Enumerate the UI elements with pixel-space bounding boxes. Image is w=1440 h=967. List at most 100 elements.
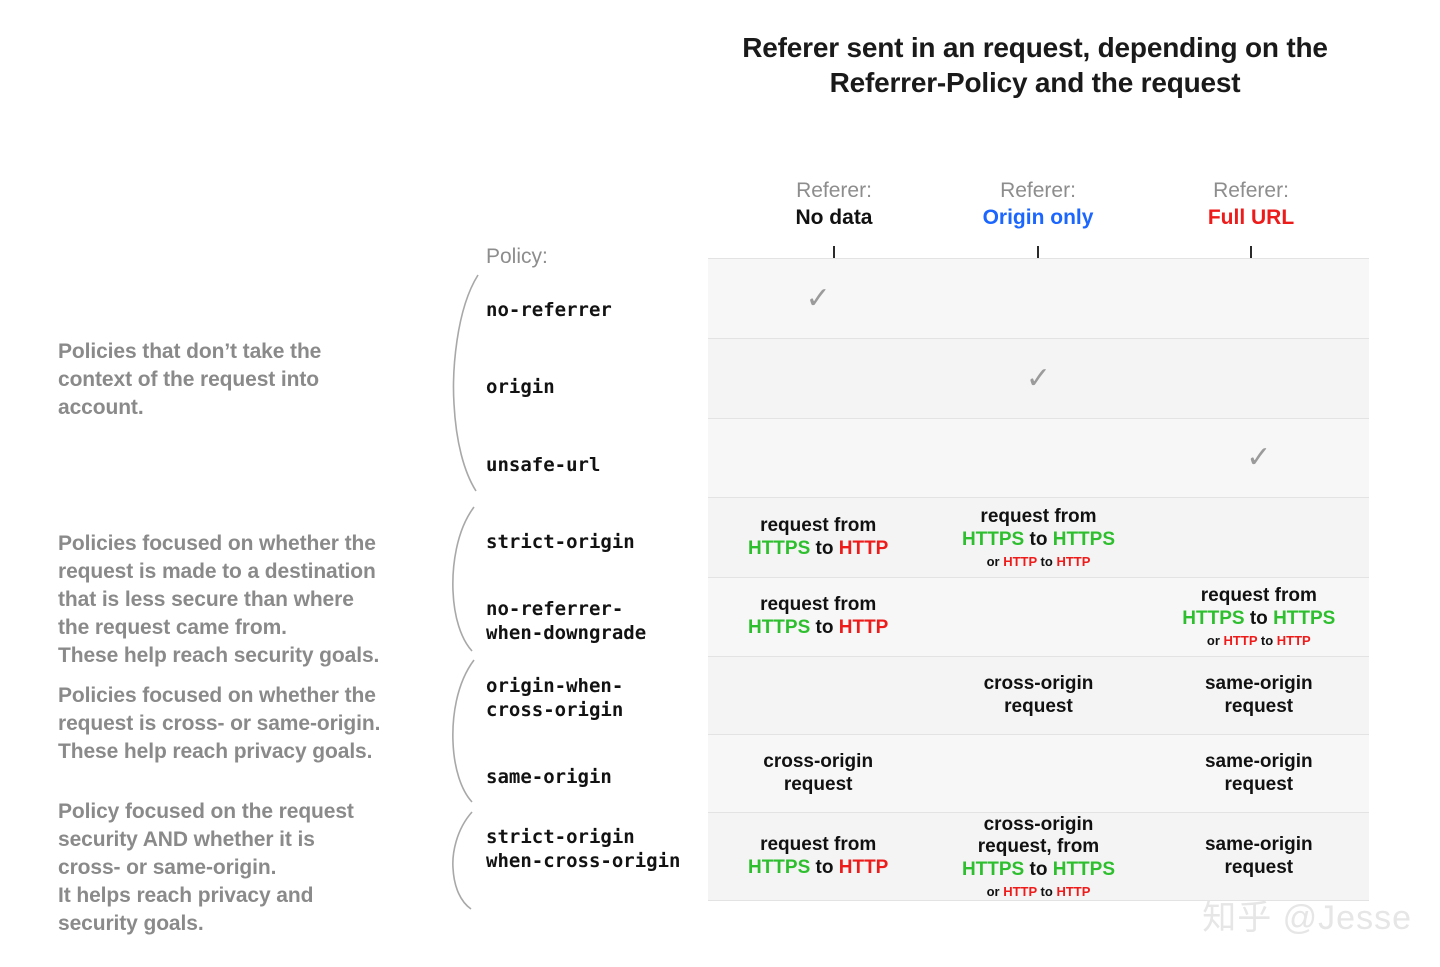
table-cell: cross-origin request [708,735,928,812]
group-description-privacy: Policies focused on whether the request … [58,684,381,763]
table-cell: same-origin request [1149,813,1369,900]
table-cell: same-origin request [1149,735,1369,812]
table-cell [928,419,1148,497]
scheme-to: HTTP [838,617,889,638]
group-brace-3 [452,659,475,803]
column-header-prefix: Referer: [1213,179,1289,202]
check-icon: ✓ [1246,441,1272,474]
table-cell [708,419,928,497]
column-tick-mark [1250,246,1252,263]
table-cell [1149,498,1369,577]
cell-scheme-subline: or HTTP to HTTP [986,883,1091,899]
scheme-to: HTTP [1056,553,1091,569]
cell-text: same-origin request [1204,833,1313,878]
column-header-value: No data [795,205,873,229]
table-cell: same-origin request [1149,657,1369,734]
cell-text: same-origin request [1204,750,1313,795]
cell-text: request from [980,505,1097,527]
scheme-from: HTTP [1003,883,1037,899]
column-header-prefix: Referer: [1000,179,1076,202]
table-cell: cross-origin request [928,657,1148,734]
policy-label-origin-when-cross-origin: origin-when- cross-origin [486,675,624,722]
policy-column-header: Policy: [486,245,548,268]
group-brace-1 [452,274,479,492]
table-row: ✓ [708,339,1369,419]
scheme-to: HTTP [838,537,889,559]
cell-text: cross-origin request [763,750,874,795]
table-cell [1149,259,1369,338]
table-cell: ✓ [928,339,1148,418]
table-row: cross-origin request same-origin request [708,735,1369,813]
table-cell [928,578,1148,656]
cell-scheme-subline: or HTTP to HTTP [986,553,1091,569]
table-cell [708,339,928,418]
cell-scheme-line: HTTPS to HTTPS [961,859,1116,881]
scheme-to: HTTPS [1052,859,1116,881]
column-header-prefix: Referer: [796,179,872,202]
table-cell [928,259,1148,338]
check-icon: ✓ [1025,361,1052,395]
policy-label-strict-origin-when-cross-origin: strict-origin when-cross-origin [486,826,681,873]
table-cell: ✓ [708,259,928,338]
policy-label-unsafe-url: unsafe-url [486,454,601,476]
table-row: ✓ [708,259,1369,339]
scheme-from: HTTPS [1182,608,1245,630]
column-header-value: Full URL [1207,205,1295,229]
scheme-from: HTTPS [961,528,1025,550]
cell-text: cross-origin request, from [977,813,1100,858]
cell-scheme-line: HTTPS to HTTPS [1182,608,1336,630]
scheme-to: HTTP [838,856,889,878]
group-description-security: Policies focused on whether the request … [58,532,380,667]
scheme-to: HTTPS [1273,608,1336,630]
scheme-from: HTTP [1003,553,1037,569]
cell-text: request from [1200,585,1317,607]
column-header-origin-only: Referer: Origin only [938,178,1138,232]
column-header-full-url: Referer: Full URL [1151,178,1351,232]
cell-text: cross-origin request [983,672,1094,717]
column-header-no-data: Referer: No data [734,178,934,232]
policy-label-same-origin: same-origin [486,766,612,788]
policy-label-no-referrer: no-referrer [486,299,612,321]
cell-scheme-line: HTTPS to HTTP [747,617,889,638]
cell-scheme-subline: or HTTP to HTTP [1206,633,1311,648]
scheme-to: HTTP [1276,633,1311,648]
cell-text: same-origin request [1204,672,1313,717]
scheme-from: HTTPS [747,537,811,559]
scheme-to: HTTPS [1052,528,1116,550]
cell-text: request from [760,833,877,855]
page-title: Referer sent in an request, depending on… [742,32,1328,98]
column-header-value: Origin only [982,205,1094,229]
check-icon: ✓ [805,281,831,315]
group-description-context-independent: Policies that don’t take the context of … [58,340,322,419]
group-description-privacy-and-security: Policy focused on the request security A… [58,800,354,935]
cell-scheme-line: HTTPS to HTTPS [961,528,1116,550]
policy-label-strict-origin: strict-origin [486,531,635,553]
column-tick-mark [1037,246,1039,263]
scheme-from: HTTPS [961,859,1025,881]
scheme-to: HTTP [1056,883,1091,899]
table-cell: ✓ [1149,419,1369,497]
cell-text: request from [760,514,877,536]
cell-scheme-line: HTTPS to HTTP [747,537,889,559]
group-brace-2 [452,506,475,652]
table-cell [928,735,1148,812]
scheme-from: HTTP [1223,633,1258,648]
column-tick-mark [833,246,835,263]
table-cell [1149,339,1369,418]
table-row: ✓ [708,419,1369,498]
policy-label-no-referrer-when-downgrade: no-referrer- when-downgrade [486,598,647,645]
watermark: 知乎 @Jesse [1202,899,1412,937]
cell-scheme-line: HTTPS to HTTP [747,856,889,878]
group-brace-4 [452,811,473,910]
